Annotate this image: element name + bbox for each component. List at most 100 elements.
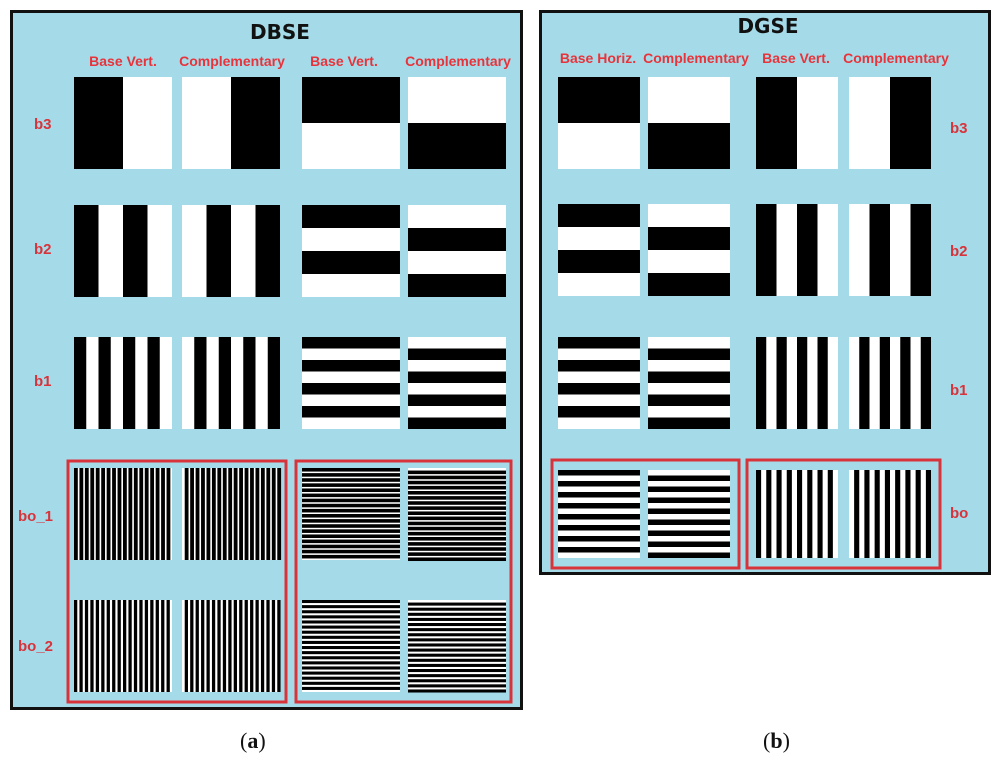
stripe bbox=[756, 204, 777, 296]
dgse-row-label-b1: b1 bbox=[950, 382, 968, 399]
pattern-b-b2-col1 bbox=[558, 204, 640, 296]
stripe bbox=[190, 468, 194, 560]
stripe bbox=[408, 394, 506, 406]
pattern-a-b3-col3 bbox=[302, 77, 400, 169]
stripe bbox=[408, 480, 506, 485]
stripe bbox=[797, 470, 803, 558]
stripe bbox=[408, 521, 506, 526]
stripe bbox=[648, 417, 730, 429]
stripe bbox=[302, 666, 400, 670]
stripe bbox=[854, 470, 860, 558]
stripe bbox=[797, 337, 808, 429]
stripe bbox=[244, 600, 248, 692]
pattern-a-b1-col4 bbox=[408, 337, 506, 429]
stripe bbox=[408, 542, 506, 546]
stripe bbox=[133, 600, 138, 692]
stripe bbox=[302, 676, 400, 680]
stripe bbox=[925, 470, 931, 558]
stripe bbox=[302, 620, 400, 624]
stripe bbox=[756, 77, 797, 169]
pattern-a-b3-col2 bbox=[182, 77, 280, 169]
stripe bbox=[302, 483, 400, 487]
stripe bbox=[302, 686, 400, 690]
stripe bbox=[302, 205, 400, 228]
stripe bbox=[244, 468, 249, 560]
stripe bbox=[558, 525, 640, 531]
pattern-a-bo-2-col3 bbox=[302, 600, 400, 692]
stripe bbox=[123, 337, 136, 429]
dgse-col-header-4: Complementary bbox=[843, 50, 949, 66]
stripe bbox=[302, 498, 400, 503]
dgse-col-header-3: Base Vert. bbox=[762, 50, 830, 66]
caption-b-letter: b bbox=[770, 728, 783, 753]
pattern-b-b1-col4 bbox=[849, 337, 931, 429]
stripe bbox=[408, 674, 506, 678]
stripe bbox=[302, 630, 400, 634]
stripe bbox=[150, 600, 154, 692]
stripe bbox=[233, 468, 238, 560]
stripe bbox=[302, 478, 400, 482]
stripe bbox=[302, 549, 400, 554]
stripe bbox=[408, 617, 506, 621]
stripe bbox=[233, 600, 237, 692]
stripe bbox=[776, 470, 782, 558]
stripe bbox=[408, 552, 506, 556]
stripe bbox=[408, 485, 506, 490]
stripe bbox=[648, 475, 730, 481]
stripe bbox=[408, 371, 506, 383]
pattern-a-b1-col3 bbox=[302, 337, 400, 429]
stripe bbox=[74, 468, 78, 560]
stripe bbox=[161, 468, 165, 560]
stripe bbox=[558, 470, 640, 476]
stripe bbox=[648, 227, 730, 250]
stripe bbox=[302, 337, 400, 349]
stripe bbox=[408, 679, 506, 683]
stripe bbox=[827, 470, 833, 558]
stripe bbox=[271, 600, 276, 692]
stripe bbox=[206, 600, 210, 692]
stripe bbox=[74, 337, 87, 429]
stripe bbox=[117, 468, 122, 560]
stripe bbox=[558, 503, 640, 509]
dgse-col-header-1: Base Horiz. bbox=[559, 50, 637, 66]
stripe bbox=[558, 250, 640, 273]
stripe bbox=[408, 475, 506, 480]
stripe bbox=[302, 529, 400, 533]
stripe bbox=[267, 337, 280, 429]
stripe bbox=[786, 470, 792, 558]
stripe bbox=[302, 503, 400, 508]
stripe bbox=[195, 468, 200, 560]
pattern-a-b3-col1 bbox=[74, 77, 172, 169]
stripe bbox=[302, 77, 400, 123]
stripe bbox=[408, 653, 506, 657]
dbse-row-label-bo-1: bo_1 bbox=[18, 508, 54, 525]
stripe bbox=[302, 681, 400, 685]
stripe bbox=[90, 468, 95, 560]
dgse-title: DGSE bbox=[737, 14, 799, 38]
stripe bbox=[920, 337, 931, 429]
stripe bbox=[408, 531, 506, 536]
stripe bbox=[302, 544, 400, 549]
stripe bbox=[408, 491, 506, 495]
pattern-b-b1-col1 bbox=[558, 337, 640, 429]
stripe bbox=[231, 77, 280, 169]
stripe bbox=[302, 383, 400, 395]
stripe bbox=[408, 511, 506, 516]
stripe bbox=[271, 468, 276, 560]
stripe bbox=[874, 470, 880, 558]
stripe bbox=[139, 468, 144, 560]
pattern-a-bo-2-col1 bbox=[74, 600, 172, 692]
stripe bbox=[558, 77, 640, 123]
pattern-b-bo-col4 bbox=[849, 470, 931, 558]
stripe bbox=[155, 600, 159, 692]
stripe bbox=[884, 470, 890, 558]
stripe bbox=[302, 539, 400, 544]
highlight-box-dbse-horizontal bbox=[294, 459, 513, 704]
stripe bbox=[302, 651, 400, 655]
stripe bbox=[408, 663, 506, 667]
stripe bbox=[558, 481, 640, 487]
stripe bbox=[255, 600, 259, 692]
stripe bbox=[648, 508, 730, 514]
stripe bbox=[133, 468, 138, 560]
